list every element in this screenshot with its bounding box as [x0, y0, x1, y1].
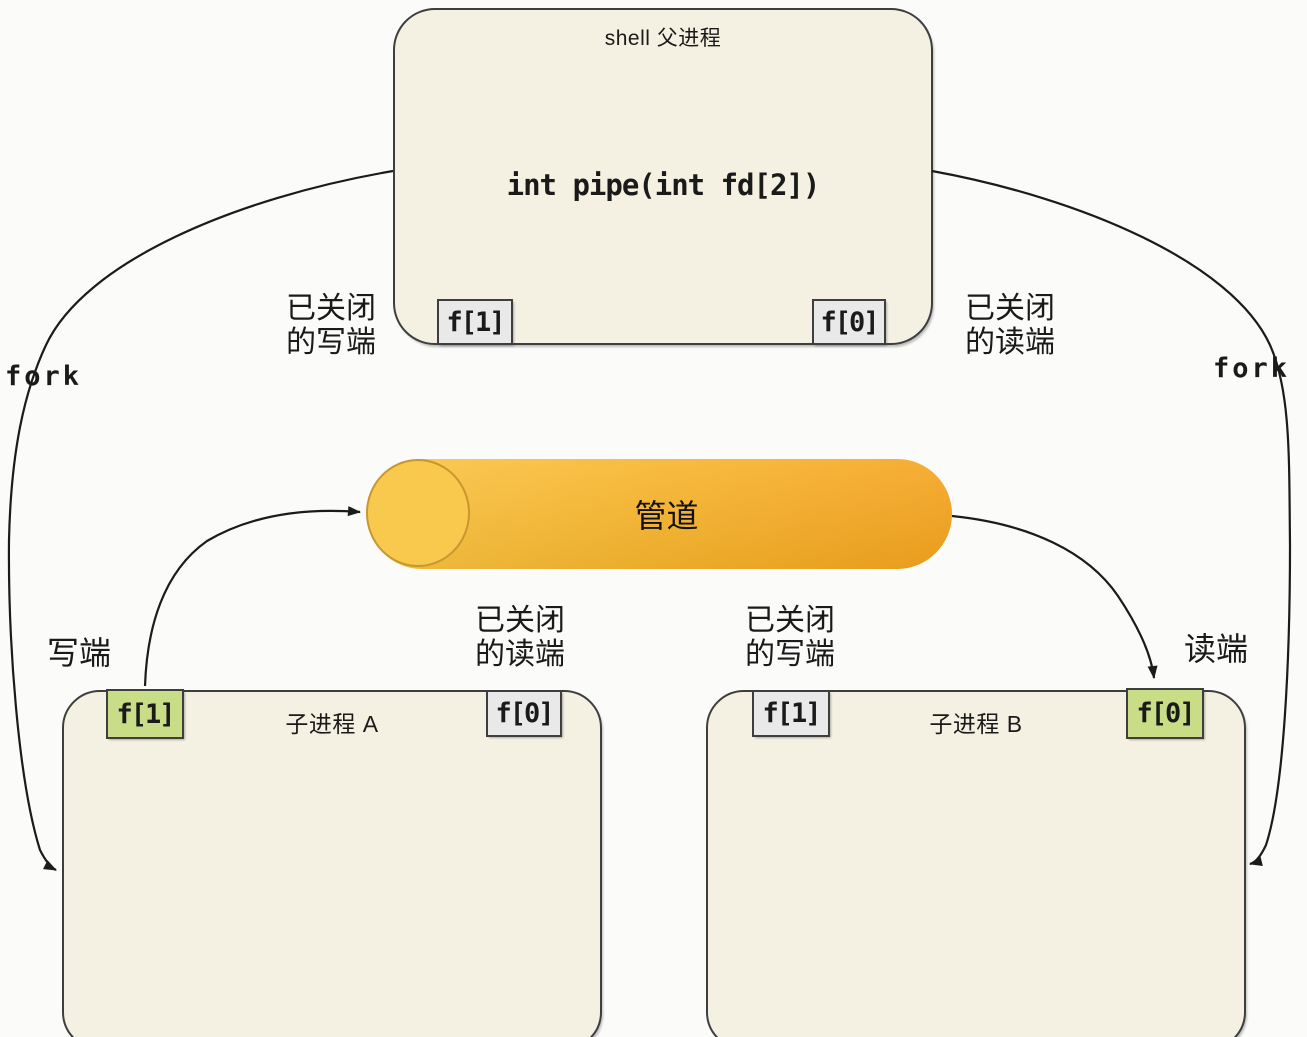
label-closed-write-parent: 已关闭 的写端 — [286, 292, 376, 359]
parent-process-title: shell 父进程 — [604, 27, 722, 50]
pipe-cap-ellipse — [366, 459, 470, 567]
pipe-syscall-text: int pipe(int fd[2]) — [506, 168, 821, 202]
parent-process-box: shell 父进程 int pipe(int fd[2]) f[1] f[0] — [393, 8, 933, 345]
fork-label-right: fork — [1213, 353, 1291, 384]
child-a-box: 子进程 A f[1] f[0] — [62, 689, 602, 1037]
label-closed-write-child-b: 已关闭 的写端 — [745, 604, 835, 671]
parent-fd0-box: f[0] — [812, 299, 886, 345]
label-read-end: 读端 — [1184, 631, 1249, 667]
parent-fd1-box: f[1] — [437, 299, 513, 345]
child-a-fd0-box: f[0] — [486, 690, 562, 737]
label-closed-read-parent: 已关闭 的读端 — [965, 292, 1055, 359]
write-arrow-childA-to-pipe — [143, 506, 361, 687]
pipe-label: 管道 — [634, 498, 699, 534]
read-arrow-pipe-to-childB — [951, 514, 1158, 679]
child-b-box: 子进程 B f[1] f[0] — [706, 688, 1246, 1037]
pipe-cylinder: 管道 — [366, 459, 952, 569]
label-closed-read-child-a: 已关闭 的读端 — [475, 604, 565, 671]
label-write-end: 写端 — [47, 635, 112, 671]
fork-label-left: fork — [5, 361, 83, 392]
child-b-fd0-box: f[0] — [1126, 688, 1204, 739]
child-b-fd1-box: f[1] — [752, 690, 830, 737]
child-a-fd1-box: f[1] — [106, 689, 184, 739]
